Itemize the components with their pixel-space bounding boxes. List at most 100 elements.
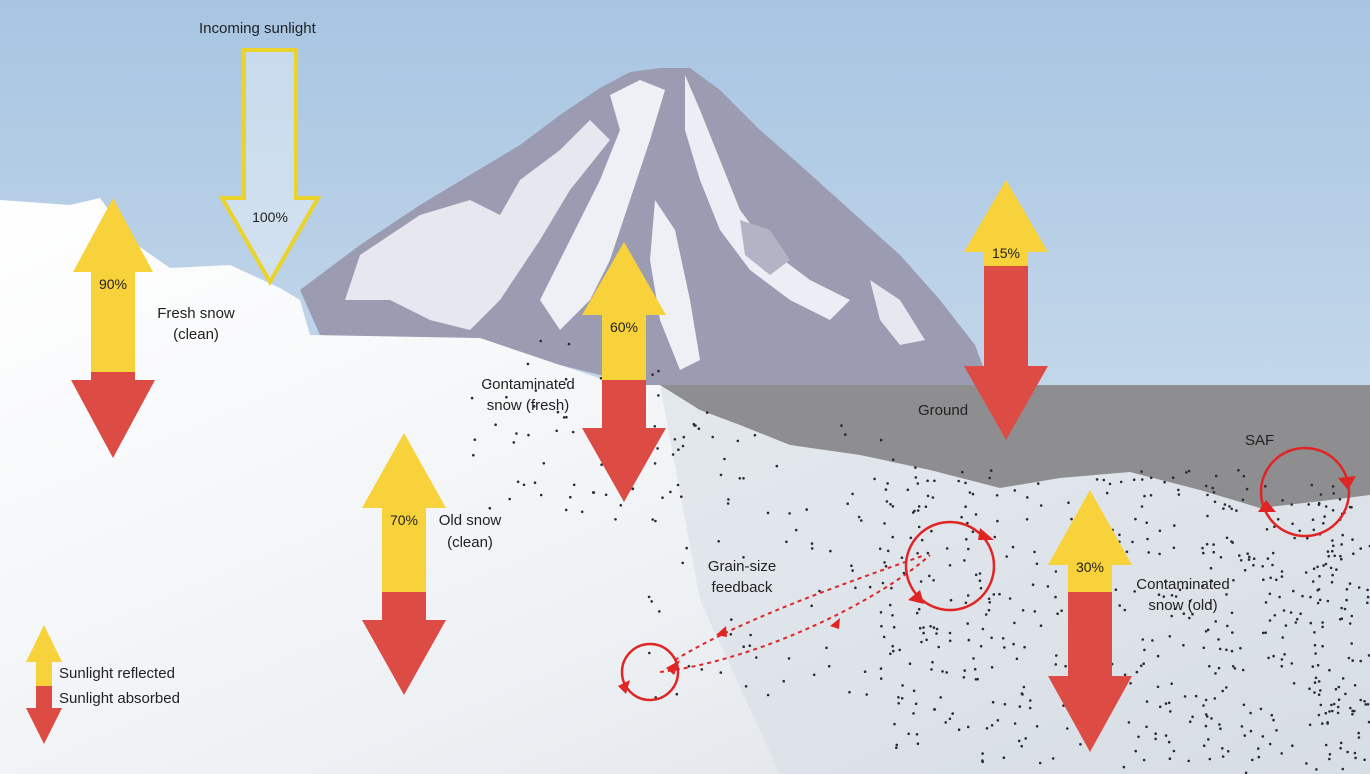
contamination-particle	[971, 492, 975, 496]
contamination-particle	[1206, 628, 1210, 632]
contamination-particle	[1214, 672, 1217, 675]
contamination-particle	[1349, 706, 1352, 710]
contamination-particle	[1249, 729, 1253, 733]
contamination-particle	[1178, 588, 1182, 592]
contamination-particle	[1135, 670, 1139, 674]
contamination-particle	[1035, 725, 1039, 728]
contamination-particle	[1054, 570, 1058, 573]
contamination-particle	[868, 585, 872, 589]
contamination-particle	[1309, 621, 1313, 625]
contamination-particle	[930, 668, 933, 671]
contamination-particle	[1353, 751, 1357, 755]
contamination-particle	[1206, 514, 1209, 518]
contamination-particle	[726, 502, 730, 505]
contaminated-fresh-label-line1: Contaminated	[481, 376, 575, 393]
contamination-particle	[693, 424, 696, 427]
contamination-particle	[1141, 478, 1144, 481]
contamination-particle	[1067, 501, 1070, 505]
contamination-particle	[967, 547, 970, 551]
contamination-particle	[916, 552, 919, 555]
contamination-particle	[1328, 753, 1332, 756]
contamination-particle	[912, 689, 916, 693]
contamination-particle	[907, 732, 910, 736]
contamination-particle	[1225, 536, 1229, 540]
contamination-particle	[928, 574, 931, 578]
contamination-particle	[1239, 646, 1242, 650]
contamination-particle	[996, 719, 1000, 722]
contamination-particle	[1169, 710, 1172, 713]
contamination-particle	[1012, 642, 1015, 646]
contamination-particle	[1132, 478, 1136, 482]
contamination-particle	[1246, 552, 1249, 555]
contamination-particle	[968, 491, 972, 494]
contamination-particle	[948, 564, 952, 567]
contamination-particle	[892, 625, 896, 629]
contamination-particle	[1276, 517, 1280, 521]
contamination-particle	[1343, 607, 1347, 611]
contamination-particle	[1270, 713, 1274, 717]
contamination-particle	[850, 564, 853, 567]
contamination-particle	[1167, 701, 1171, 705]
contamination-particle	[1315, 768, 1318, 771]
contamination-particle	[1188, 599, 1192, 603]
contamination-particle	[1354, 756, 1357, 760]
contamination-particle	[1313, 631, 1316, 634]
contamination-particle	[1352, 552, 1355, 555]
contamination-particle	[974, 513, 978, 516]
contamination-particle	[1028, 706, 1032, 710]
contamination-particle	[1031, 583, 1035, 586]
contamination-particle	[974, 573, 978, 577]
grain-size-feedback-label-line2: feedback	[711, 579, 773, 596]
contamination-particle	[1212, 543, 1215, 546]
contamination-particle	[922, 631, 925, 635]
contamination-particle	[1212, 491, 1216, 494]
fresh-snow-label-line1: Fresh snow	[157, 305, 235, 322]
contamination-particle	[532, 405, 536, 408]
contamination-particle	[1271, 563, 1274, 567]
contamination-particle	[1305, 762, 1308, 765]
contamination-particle	[1164, 580, 1167, 583]
contamination-particle	[567, 342, 571, 346]
contamination-particle	[926, 494, 930, 498]
contamination-particle	[1292, 682, 1296, 685]
contamination-particle	[1134, 517, 1137, 521]
contamination-particle	[863, 670, 867, 673]
contamination-particle	[891, 644, 894, 648]
contamination-particle	[1280, 664, 1284, 668]
contamination-particle	[1223, 503, 1227, 506]
contamination-particle	[1304, 571, 1308, 574]
contamination-particle	[673, 438, 677, 441]
contamination-particle	[1332, 492, 1335, 495]
contamination-particle	[1249, 711, 1252, 715]
contamination-particle	[1122, 765, 1126, 769]
contamination-particle	[1205, 715, 1209, 718]
contamination-particle	[996, 519, 999, 523]
contamination-particle	[881, 581, 885, 585]
contaminated-fresh-reflected-value: 60%	[609, 319, 639, 335]
contamination-particle	[1243, 568, 1247, 572]
contamination-particle	[978, 572, 982, 575]
grain-size-feedback-label-line1: Grain-size	[707, 558, 777, 575]
contamination-particle	[998, 592, 1001, 596]
contamination-particle	[933, 479, 936, 483]
contamination-particle	[1344, 692, 1347, 696]
contamination-particle	[1280, 752, 1283, 755]
contamination-particle	[539, 339, 542, 343]
contamination-particle	[884, 564, 888, 568]
contamination-particle	[965, 538, 968, 541]
contamination-particle	[1266, 557, 1270, 560]
contamination-particle	[895, 746, 898, 749]
contamination-particle	[1141, 638, 1145, 641]
contamination-particle	[653, 425, 657, 428]
contamination-particle	[1191, 715, 1194, 719]
contamination-particle	[1331, 485, 1335, 488]
old-snow-label-line2: (clean)	[447, 534, 493, 551]
contamination-particle	[1319, 689, 1322, 692]
contamination-particle	[1177, 488, 1180, 492]
contamination-particle	[592, 491, 596, 494]
contamination-particle	[1123, 608, 1127, 612]
contamination-particle	[1164, 734, 1168, 737]
contamination-particle	[1143, 494, 1146, 498]
contamination-particle	[972, 657, 975, 660]
contamination-particle	[749, 633, 752, 637]
